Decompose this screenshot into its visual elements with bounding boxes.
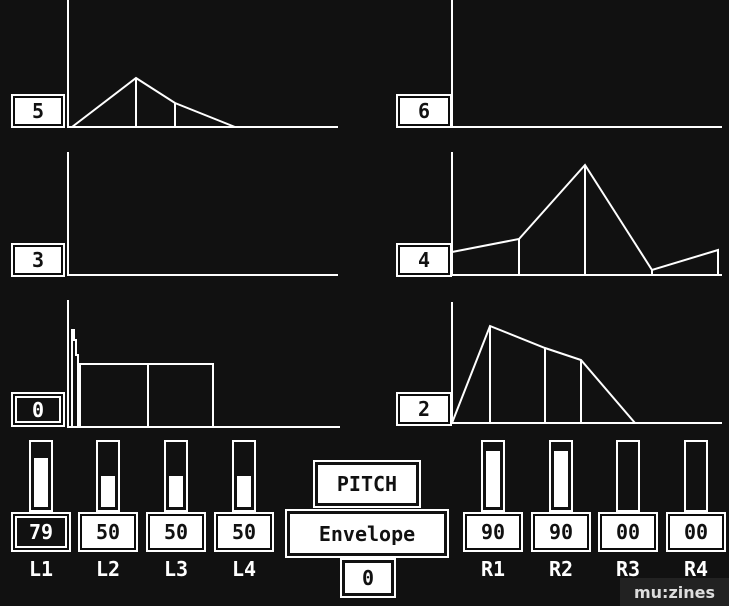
- l3-slider[interactable]: [164, 440, 188, 512]
- operator-number: 2: [400, 396, 448, 422]
- r2-value-box[interactable]: 90: [531, 512, 591, 552]
- operator-number: 5: [15, 98, 61, 124]
- r2-slider[interactable]: [549, 440, 573, 512]
- muzines-logo: mu:zines: [620, 578, 729, 606]
- value-text: 50: [82, 516, 134, 548]
- l2-slider[interactable]: [96, 440, 120, 512]
- slider-fill: [169, 476, 183, 507]
- envelope-panel-op6: [451, 0, 722, 128]
- r4-slider[interactable]: [684, 440, 708, 512]
- operator-label-5[interactable]: 5: [11, 94, 65, 128]
- operator-label-4[interactable]: 4: [396, 243, 452, 277]
- envelope-curve: [71, 76, 236, 128]
- slider-fill: [34, 458, 48, 507]
- envelope-panel-op4: [451, 152, 722, 276]
- envelope-curve: [71, 329, 79, 427]
- r2-label: R2: [548, 557, 574, 581]
- r1-slider[interactable]: [481, 440, 505, 512]
- operator-label-6[interactable]: 6: [396, 94, 452, 128]
- pitch-label: PITCH: [318, 465, 416, 503]
- value-text: 79: [15, 516, 67, 548]
- slider-fill: [101, 476, 115, 507]
- l3-value-box[interactable]: 50: [146, 512, 206, 552]
- envelope-button[interactable]: Envelope: [285, 509, 449, 558]
- operator-number: 3: [15, 247, 61, 273]
- pitch-button[interactable]: PITCH: [313, 460, 421, 508]
- l2-label: L2: [95, 557, 121, 581]
- operator-number: 6: [400, 98, 448, 124]
- r1-value-box[interactable]: 90: [463, 512, 523, 552]
- l2-value-box[interactable]: 50: [78, 512, 138, 552]
- value-text: 90: [467, 516, 519, 548]
- value-text: 50: [150, 516, 202, 548]
- envelope-panel-op0: [67, 300, 340, 428]
- envelope-panel-op3: [67, 152, 338, 276]
- slider-fill: [554, 451, 568, 507]
- operator-label-3[interactable]: 3: [11, 243, 65, 277]
- l4-slider[interactable]: [232, 440, 256, 512]
- r3-slider[interactable]: [616, 440, 640, 512]
- r3-label: R3: [615, 557, 641, 581]
- r4-label: R4: [683, 557, 709, 581]
- slider-fill: [486, 451, 500, 507]
- envelope-panel-op2: [451, 302, 722, 424]
- envelope-value: 0: [345, 563, 391, 593]
- value-text: 00: [602, 516, 654, 548]
- r1-label: R1: [480, 557, 506, 581]
- envelope-value-box[interactable]: 0: [340, 558, 396, 598]
- value-text: 00: [670, 516, 722, 548]
- operator-number: 0: [15, 396, 61, 423]
- operator-number: 4: [400, 247, 448, 273]
- r4-value-box[interactable]: 00: [666, 512, 726, 552]
- envelope-label: Envelope: [290, 514, 444, 553]
- envelope-curve: [451, 163, 719, 275]
- l1-slider[interactable]: [29, 440, 53, 512]
- operator-label-2[interactable]: 2: [396, 392, 452, 426]
- value-text: 50: [218, 516, 270, 548]
- l1-label: L1: [28, 557, 54, 581]
- l4-label: L4: [231, 557, 257, 581]
- value-text: 90: [535, 516, 587, 548]
- slider-fill: [237, 476, 251, 507]
- l3-label: L3: [163, 557, 189, 581]
- envelope-curve: [79, 363, 214, 427]
- l4-value-box[interactable]: 50: [214, 512, 274, 552]
- envelope-curve: [451, 324, 636, 424]
- r3-value-box[interactable]: 00: [598, 512, 658, 552]
- l1-value-box[interactable]: 79: [11, 512, 71, 552]
- envelope-panel-op5: [67, 0, 338, 128]
- operator-label-0-selected[interactable]: 0: [11, 392, 65, 427]
